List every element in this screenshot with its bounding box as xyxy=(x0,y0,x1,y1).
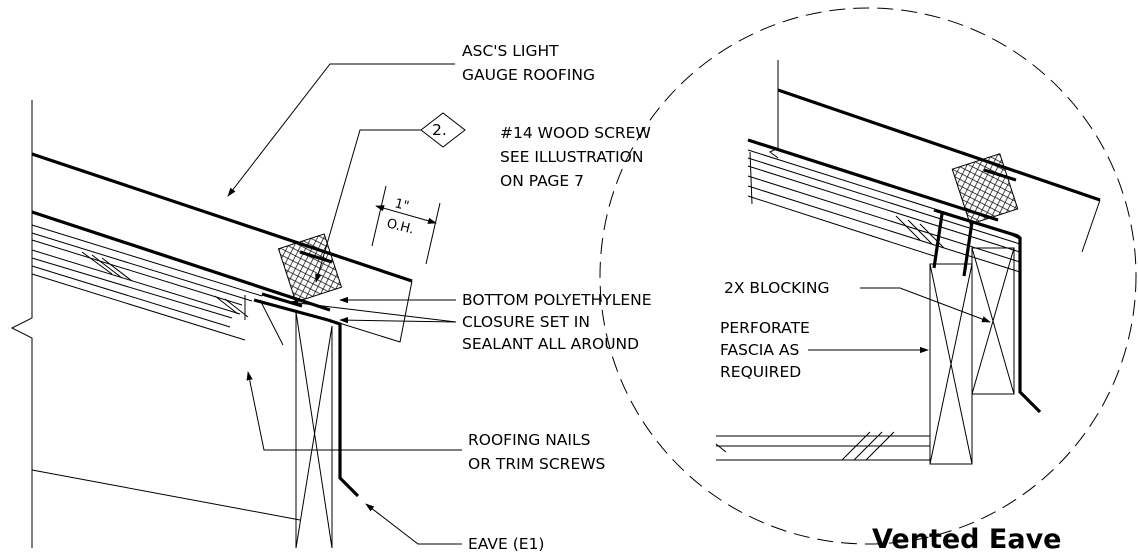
sealant-leader-2 xyxy=(289,299,457,323)
vented-fascia-cross xyxy=(971,247,1015,395)
vented-screw-1 xyxy=(932,213,944,269)
right-annotations: 2X BLOCKING PERFORATE FASCIA AS REQUIRED… xyxy=(720,279,1061,555)
eave-trim-vertical xyxy=(327,318,360,498)
wall-break-line xyxy=(10,100,33,548)
vented-foam-closure xyxy=(951,153,1019,225)
screw-label-line3: ON PAGE 7 xyxy=(500,172,584,190)
closure-label-line2: CLOSURE SET IN xyxy=(462,313,590,331)
roofing-leader xyxy=(227,63,455,197)
vented-roof-panel-bottom xyxy=(747,138,999,222)
vented-trim-flange xyxy=(933,208,1019,238)
roofing-label-line1: ASC'S LIGHT xyxy=(462,42,559,60)
roofing-panel-bottom xyxy=(31,210,331,312)
vented-break-line xyxy=(769,60,779,159)
fascia-label-line3: REQUIRED xyxy=(720,363,801,381)
fascia-label-line1: PERFORATE xyxy=(720,319,810,337)
vented-trim-vertical xyxy=(1011,232,1042,414)
vented-soffit-hatch xyxy=(841,431,895,461)
foam-closure xyxy=(277,233,343,303)
roofing-panel-top xyxy=(31,152,413,283)
vented-eave-enlarged-detail xyxy=(715,60,1101,465)
svg-text:O.H.: O.H. xyxy=(385,216,415,237)
nails-label-line2: OR TRIM SCREWS xyxy=(468,455,605,473)
nails-label-line1: ROOFING NAILS xyxy=(468,431,590,449)
blocking-leader xyxy=(860,287,991,323)
vented-sealant-top xyxy=(983,168,1017,182)
vented-roof-end xyxy=(1081,199,1101,253)
closure-label-line1: BOTTOM POLYETHYLENE xyxy=(462,291,652,309)
screw-label-line1: #14 WOOD SCREW xyxy=(500,124,651,142)
blocking-label: 2X BLOCKING xyxy=(724,279,830,297)
vented-blocking-cross xyxy=(929,263,973,465)
callout-number: 2. xyxy=(432,121,447,139)
vented-fascia xyxy=(971,247,1015,395)
roofing-label-line2: GAUGE ROOFING xyxy=(462,66,595,84)
left-eave-detail xyxy=(10,100,413,549)
detail-circle xyxy=(599,7,1137,545)
nails-leader xyxy=(246,371,462,451)
sealant-bead-top xyxy=(299,250,333,264)
nail-line xyxy=(244,295,284,346)
vented-roof-panel-top xyxy=(777,88,1101,202)
callout-diamond xyxy=(420,112,466,148)
vented-soffit xyxy=(715,435,930,461)
closure-label-line3: SEALANT ALL AROUND xyxy=(462,335,639,353)
svg-text:1": 1" xyxy=(393,196,410,214)
eave-trim-flange xyxy=(253,298,329,322)
fascia-label-line2: FASCIA AS xyxy=(720,341,799,359)
roofing-panel-end xyxy=(335,280,413,343)
eave-label: EAVE (E1) xyxy=(468,535,544,553)
overhang-dimension: 1" O.H. xyxy=(371,185,441,265)
screw-label-line2: SEE ILLUSTRATION xyxy=(500,148,643,166)
sealant-leader-1 xyxy=(339,316,457,324)
fascia-board-cross xyxy=(295,311,333,549)
eave-leader xyxy=(365,503,462,545)
soffit-line xyxy=(31,469,301,521)
screw-leader xyxy=(315,129,421,283)
roof-deck-layers xyxy=(31,224,263,341)
vented-screw-2 xyxy=(962,221,974,277)
vented-eave-title: Vented Eave xyxy=(872,524,1061,555)
left-annotations: ASC'S LIGHT GAUGE ROOFING 2. #14 WOOD SC… xyxy=(227,42,652,553)
